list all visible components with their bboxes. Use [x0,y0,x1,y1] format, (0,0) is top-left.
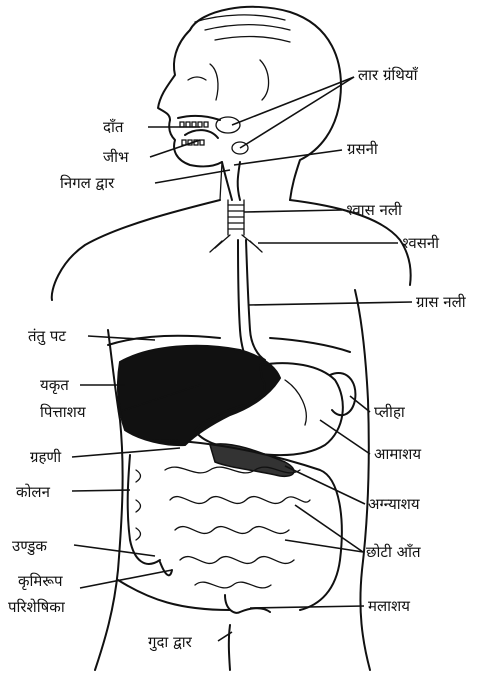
label-tongue: जीभ [103,148,129,166]
label-duodenum: ग्रहणी [30,448,61,466]
throat-tubes [210,162,265,365]
label-small-intestine: छोटी आँत [366,543,421,561]
label-liver: यकृत [40,376,69,394]
pelvis-outline [118,580,230,670]
label-bronchi: श्वसनी [402,234,439,252]
label-salivary-glands: लार ग्रंथियाँ [358,66,417,84]
torso-outline [52,200,411,670]
label-gallbladder: पित्ताशय [40,403,86,421]
label-appendix-line1: कृमिरूप [18,572,63,590]
label-trachea: श्वास नली [346,201,402,219]
label-esophagus: ग्रास नली [416,293,466,311]
liver-shape [118,346,280,445]
label-pancreas: अग्न्याशय [368,495,420,513]
mouth-region [178,116,248,154]
label-teeth: दाँत [103,118,123,136]
label-swallow-gate: निगल द्वार [60,174,114,192]
label-stomach: आमाशय [374,445,421,463]
label-anus: गुदा द्वार [148,633,192,651]
label-spleen: प्लीहा [374,403,405,421]
label-caecum: उण्डुक [12,537,47,555]
head-outline [158,7,341,200]
label-appendix-line2: परिशेषिका [8,598,65,616]
label-colon: कोलन [16,483,50,501]
label-rectum: मलाशय [368,597,410,615]
label-diaphragm: तंतु पट [28,327,66,345]
label-pharynx: ग्रसनी [347,140,378,158]
